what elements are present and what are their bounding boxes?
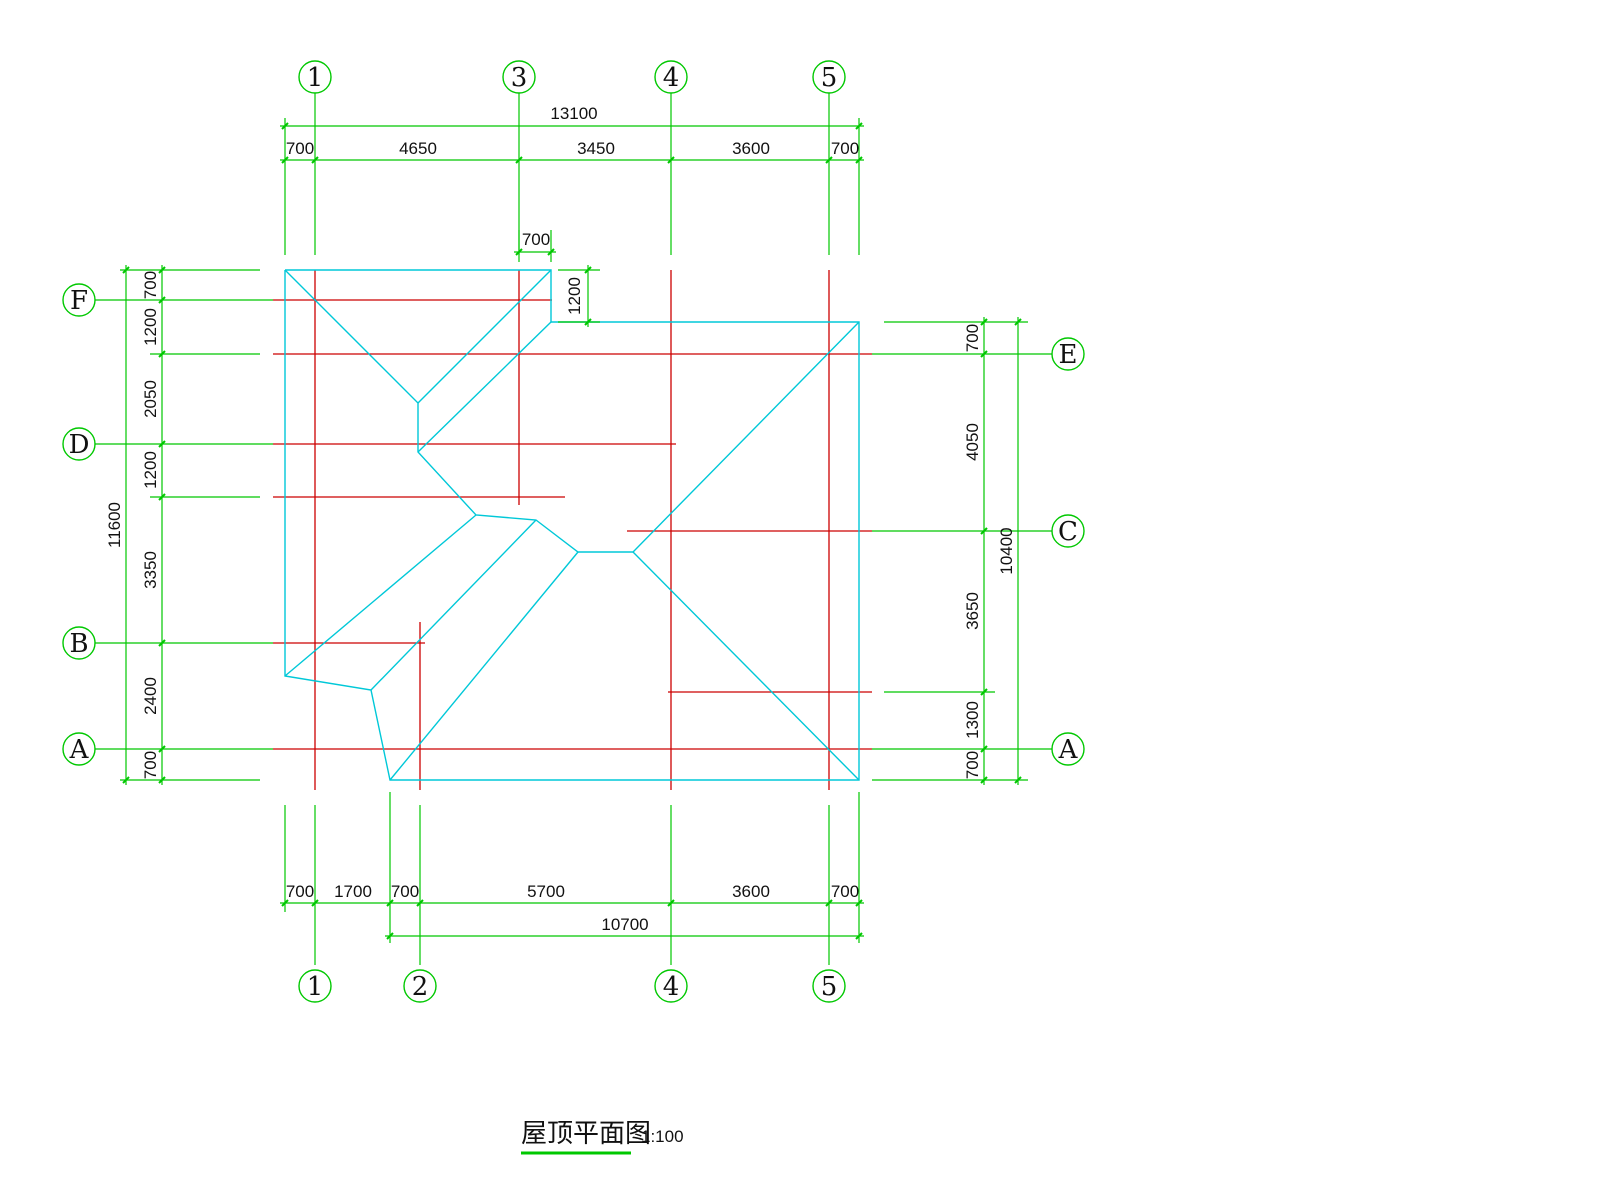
dim-notch-width: 700 [522, 230, 550, 249]
dim-bottom-seg-6: 700 [831, 882, 859, 901]
axis-label-top-5: 5 [821, 63, 838, 93]
dim-right-total: 10400 [997, 527, 1016, 574]
dim-left-seg-3: 2050 [141, 380, 160, 418]
dim-top-seg-3: 3450 [577, 139, 615, 158]
dim-bottom-seg-1: 700 [286, 882, 314, 901]
axis-label-top-4: 4 [663, 63, 680, 93]
axis-label-bottom-5: 5 [821, 972, 838, 1002]
hip-lower-left [284, 514, 477, 677]
dim-left-total: 11600 [105, 502, 124, 548]
dimension-ticks [122, 122, 1022, 940]
axis-bubbles [62, 60, 1085, 1003]
dim-bottom-seg-4: 5700 [527, 882, 565, 901]
dim-right-seg-5: 700 [963, 751, 982, 779]
dim-top-seg-5: 700 [831, 139, 859, 158]
axis-label-bottom-2: 2 [412, 972, 429, 1002]
dim-right-seg-2: 4050 [963, 423, 982, 461]
dim-left-seg-5: 3350 [141, 551, 160, 589]
axis-label-top-3: 3 [511, 63, 528, 93]
valley-notch [417, 269, 552, 404]
dim-top-seg-4: 3600 [732, 139, 770, 158]
axis-label-right-C: C [1058, 517, 1078, 547]
axis-label-top-1: 1 [307, 63, 324, 93]
drawing-scale: 1:100 [641, 1127, 684, 1146]
dim-top-total: 13100 [550, 104, 597, 123]
axis-label-right-E: E [1059, 340, 1078, 370]
roof-geometry [284, 269, 860, 781]
dimension-texts-top: 13100 700 4650 3450 3600 700 700 [286, 104, 859, 249]
dim-right-seg-3: 3650 [963, 592, 982, 630]
dim-bottom-seg-2: 1700 [334, 882, 372, 901]
axis-bubble-labels: 1 3 4 5 1 2 4 5 F D B A E C A [69, 63, 1079, 1002]
dim-notch-height: 1200 [565, 277, 584, 315]
hip-lower-center [389, 551, 579, 781]
axis-label-left-B: B [69, 629, 88, 659]
dim-bottom-seg-5: 3600 [732, 882, 770, 901]
roof-outline [284, 269, 860, 781]
hip-lower-right [632, 551, 860, 781]
hip-lower-mid [370, 519, 537, 691]
dim-left-seg-1: 700 [141, 271, 160, 299]
axis-label-right-A: A [1058, 735, 1079, 765]
axis-label-left-D: D [69, 430, 90, 460]
axis-label-bottom-4: 4 [663, 972, 680, 1002]
ridge-left [284, 269, 860, 553]
dim-left-seg-2: 1200 [141, 308, 160, 346]
axis-label-bottom-1: 1 [307, 972, 324, 1002]
dim-left-seg-6: 2400 [141, 677, 160, 715]
dimension-texts-bottom: 700 1700 700 5700 3600 700 10700 [286, 882, 859, 934]
dim-right-seg-4: 1300 [963, 701, 982, 739]
dimension-texts-left: 11600 700 1200 2050 1200 3350 2400 700 [105, 271, 160, 779]
dim-bottom-total: 10700 [601, 915, 648, 934]
dim-bottom-seg-3: 700 [391, 882, 419, 901]
valley-notch-2 [417, 321, 552, 453]
dim-top-seg-1: 700 [286, 139, 314, 158]
drawing-title: 屋顶平面图 [521, 1119, 651, 1149]
dim-right-seg-1: 700 [963, 324, 982, 352]
dim-top-seg-2: 4650 [399, 139, 437, 158]
dim-left-seg-4: 1200 [141, 451, 160, 489]
axis-lines [273, 270, 872, 790]
axis-label-left-A: A [69, 735, 90, 765]
dimension-texts-right: 700 4050 3650 1300 700 10400 [963, 324, 1016, 779]
dimension-lines [95, 93, 1052, 965]
dim-left-seg-7: 700 [141, 751, 160, 779]
axis-label-left-F: F [70, 286, 88, 316]
